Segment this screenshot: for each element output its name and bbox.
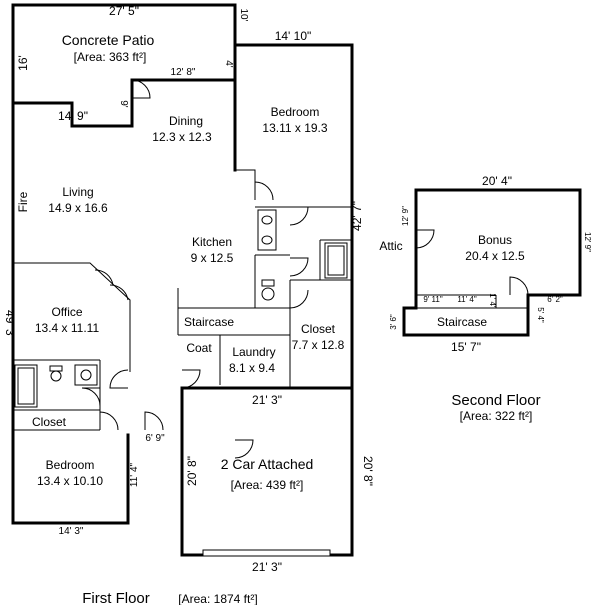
door-swings: [81, 79, 309, 459]
laundry-size: 8.1 x 9.4: [229, 361, 275, 375]
closet-name: Closet: [301, 322, 336, 336]
dim-14-3: 14' 3": [59, 526, 84, 537]
garage-name: 2 Car Attached: [221, 456, 314, 472]
dim2-1-4: 1' 4": [488, 293, 497, 309]
dim-patio-12-8: 12' 8": [171, 67, 196, 78]
bonus-size: 20.4 x 12.5: [465, 249, 525, 263]
dim2-3-6: 3' 6": [389, 314, 398, 330]
dim-garage-top: 21' 3": [252, 393, 282, 407]
dim-dining-9: 9': [118, 100, 129, 108]
dim-11-4: 11' 4": [129, 462, 140, 487]
dim2-bottom: 15' 7": [451, 340, 481, 354]
dim-patio-height: 16': [16, 55, 30, 71]
dim2-11-4: 11' 4": [457, 295, 477, 304]
dim-garage-left: 20' 8": [185, 456, 199, 486]
first-floor-dimensions: 27' 5" 10' 16' 12' 8" 4' 14' 9" 9' 14' 1…: [3, 4, 375, 574]
staircase-2-label: Staircase: [437, 315, 487, 329]
dim-left-height: 49' 3": [3, 310, 17, 340]
first-floor-title: First Floor: [82, 590, 150, 605]
bedroom2-name: Bedroom: [46, 458, 95, 472]
dim-garage-right: 20' 8": [361, 456, 375, 486]
kitchen-size: 9 x 12.5: [191, 251, 234, 265]
second-floor-walls: [402, 188, 582, 337]
closet2-label: Closet: [32, 415, 67, 429]
dim2-6-2: 6' 2": [547, 295, 563, 304]
dim-bed-top: 14' 10": [275, 29, 312, 43]
kitchen-name: Kitchen: [192, 235, 232, 249]
second-floor-area: [Area: 322 ft²]: [460, 409, 533, 423]
first-floor-walls: [11, 3, 354, 557]
closet-size: 7.7 x 12.8: [292, 338, 345, 352]
living-size: 14.9 x 16.6: [48, 201, 108, 215]
dim-garage-bottom: 21' 3": [252, 560, 282, 574]
bedroom1-size: 13.11 x 19.3: [262, 121, 327, 135]
fire-label: Fire: [16, 191, 30, 212]
staircase-label: Staircase: [184, 315, 234, 329]
patio-name: Concrete Patio: [62, 32, 155, 48]
coat-label: Coat: [186, 341, 212, 355]
living-name: Living: [62, 185, 93, 199]
dining-size: 12.3 x 12.3: [152, 130, 212, 144]
bedroom1-name: Bedroom: [271, 105, 320, 119]
dining-name: Dining: [169, 114, 203, 128]
dim2-top: 20' 4": [482, 174, 512, 188]
laundry-name: Laundry: [232, 345, 275, 359]
dim-top-ten: 10': [238, 8, 249, 21]
dim2-left: 12' 9": [401, 206, 410, 226]
dim-6-9: 6' 9": [145, 433, 165, 444]
garage-area: [Area: 439 ft²]: [231, 478, 304, 492]
second-floor-labels: Attic Bonus 20.4 x 12.5 Staircase Second…: [379, 233, 540, 423]
dim2-right: 12' 9": [583, 232, 591, 252]
dim-right-height: 42' 7": [350, 201, 364, 231]
first-floor-fixtures: [14, 209, 348, 408]
bonus-name: Bonus: [478, 233, 512, 247]
first-floor-labels: Concrete Patio [Area: 363 ft²] Dining 12…: [16, 32, 345, 605]
office-name: Office: [51, 305, 82, 319]
dim-patio-14-9: 14' 9": [58, 109, 88, 123]
second-floor-title: Second Floor: [451, 392, 540, 409]
dim-patio-4: 4': [223, 60, 234, 68]
bedroom2-size: 13.4 x 10.10: [37, 474, 103, 488]
office-size: 13.4 x 11.11: [35, 321, 100, 335]
attic-label: Attic: [379, 239, 402, 253]
second-floor-dimensions: 20' 4" 12' 9" 12' 9" 9' 11" 11' 4" 1' 4"…: [389, 174, 591, 354]
dim2-5-4: 5' 4": [536, 307, 545, 323]
first-floor-area: [Area: 1874 ft²]: [178, 592, 257, 605]
patio-area: [Area: 363 ft²]: [74, 50, 147, 64]
dim2-9-11: 9' 11": [423, 295, 443, 304]
dim-top-width: 27' 5": [109, 4, 139, 18]
